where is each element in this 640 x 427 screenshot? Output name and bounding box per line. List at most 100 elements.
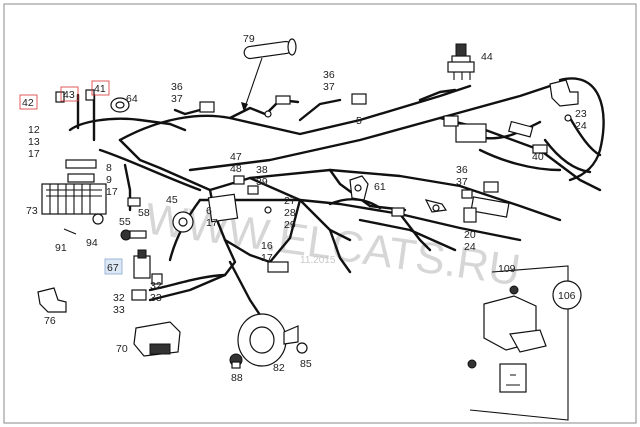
part-43-connector[interactable] xyxy=(55,91,65,103)
callout-6[interactable]: 6 xyxy=(206,205,212,217)
part-36-37-connector-b[interactable] xyxy=(351,93,367,105)
callout-24b[interactable]: 24 xyxy=(464,241,476,253)
callout-55[interactable]: 55 xyxy=(119,216,131,228)
callout-58[interactable]: 58 xyxy=(138,207,150,219)
callout-29[interactable]: 29 xyxy=(284,219,296,231)
callout-67[interactable]: 67 xyxy=(107,262,119,274)
callout-33b[interactable]: 33 xyxy=(113,304,125,316)
part-40-link[interactable] xyxy=(508,120,534,138)
part-45-switch[interactable] xyxy=(172,211,194,233)
callout-40[interactable]: 40 xyxy=(532,151,544,163)
callout-9[interactable]: 9 xyxy=(106,174,112,186)
part-64-grommet[interactable] xyxy=(110,97,130,113)
callout-73[interactable]: 73 xyxy=(26,205,38,217)
callout-32a[interactable]: 32 xyxy=(150,280,162,292)
callout-37c[interactable]: 37 xyxy=(456,176,468,188)
part-47-48-connector[interactable] xyxy=(233,175,245,185)
callout-44[interactable]: 44 xyxy=(481,51,493,63)
callout-48[interactable]: 48 xyxy=(230,163,242,175)
callout-37b[interactable]: 37 xyxy=(323,81,335,93)
part-36-37-connector-c[interactable] xyxy=(483,181,499,193)
callout-28[interactable]: 28 xyxy=(284,207,296,219)
part-85-nut[interactable] xyxy=(296,342,308,354)
part-bulb-holder[interactable] xyxy=(264,95,291,118)
part-55-bolt[interactable] xyxy=(120,229,147,241)
callout-36c[interactable]: 36 xyxy=(456,164,468,176)
part-94-nut[interactable] xyxy=(92,213,104,225)
callout-27[interactable]: 27 xyxy=(284,195,296,207)
callout-33a[interactable]: 33 xyxy=(150,292,162,304)
callout-82[interactable]: 82 xyxy=(273,362,285,374)
hl-41 xyxy=(91,80,110,96)
callout-85[interactable]: 85 xyxy=(300,358,312,370)
part-106-group[interactable] xyxy=(467,265,569,421)
callout-17c[interactable]: 17 xyxy=(206,217,218,229)
part-88-bolt[interactable] xyxy=(229,353,243,369)
part-40-connector[interactable] xyxy=(532,144,548,154)
part-58-connector[interactable] xyxy=(127,197,141,207)
part-6-connector[interactable] xyxy=(207,193,239,223)
callout-8[interactable]: 8 xyxy=(106,162,112,174)
callout-16[interactable]: 16 xyxy=(261,240,273,252)
part-20-24-block[interactable] xyxy=(470,196,510,218)
callout-17d[interactable]: 17 xyxy=(261,252,273,264)
callout-17b[interactable]: 17 xyxy=(106,186,118,198)
part-32-33-connector-b[interactable] xyxy=(131,289,147,301)
callout-5[interactable]: 5 xyxy=(356,115,362,127)
diagram-frame xyxy=(3,3,637,424)
part-20-small-a[interactable] xyxy=(461,189,473,199)
callout-94[interactable]: 94 xyxy=(86,237,98,249)
callout-43[interactable]: 43 xyxy=(63,89,75,101)
callout-61[interactable]: 61 xyxy=(374,181,386,193)
part-82-horn[interactable] xyxy=(237,313,299,367)
part-control-module[interactable] xyxy=(443,115,487,143)
callout-24a[interactable]: 24 xyxy=(575,120,587,132)
callout-79[interactable]: 79 xyxy=(243,33,255,45)
callout-20[interactable]: 20 xyxy=(464,229,476,241)
part-61-bracket[interactable] xyxy=(349,175,369,201)
callout-13[interactable]: 13 xyxy=(28,136,40,148)
part-70-box[interactable] xyxy=(133,321,181,357)
callout-70[interactable]: 70 xyxy=(116,343,128,355)
part-23-bracket[interactable] xyxy=(549,79,579,122)
callout-109[interactable]: 109 xyxy=(498,263,516,275)
part-9-strip[interactable] xyxy=(67,173,95,183)
arrow-79 xyxy=(243,57,263,111)
callout-91[interactable]: 91 xyxy=(55,242,67,254)
part-27-grommet[interactable] xyxy=(264,206,272,214)
callout-12[interactable]: 12 xyxy=(28,124,40,136)
part-key-screw[interactable] xyxy=(424,199,448,213)
part-32-33-connector-a[interactable] xyxy=(151,273,163,285)
callout-37a[interactable]: 37 xyxy=(171,93,183,105)
part-73-fuse-box[interactable] xyxy=(41,183,107,215)
callout-39[interactable]: 39 xyxy=(256,176,268,188)
part-28-connector[interactable] xyxy=(391,207,405,217)
hl-67 xyxy=(104,258,123,275)
callout-88[interactable]: 88 xyxy=(231,372,243,384)
callout-76[interactable]: 76 xyxy=(44,315,56,327)
callout-38[interactable]: 38 xyxy=(256,164,268,176)
callout-41[interactable]: 41 xyxy=(94,83,106,95)
part-44-switch[interactable] xyxy=(447,43,475,80)
part-76-bracket[interactable] xyxy=(37,287,67,313)
part-67-switch[interactable] xyxy=(133,249,151,279)
callout-47[interactable]: 47 xyxy=(230,151,242,163)
callout-36a[interactable]: 36 xyxy=(171,81,183,93)
part-8-strip[interactable] xyxy=(65,159,97,169)
callout-45[interactable]: 45 xyxy=(166,194,178,206)
callout-36b[interactable]: 36 xyxy=(323,69,335,81)
callout-17a[interactable]: 17 xyxy=(28,148,40,160)
part-79-rod[interactable] xyxy=(243,38,297,60)
part-91-screw[interactable] xyxy=(63,228,77,235)
part-16-connector[interactable] xyxy=(267,261,289,273)
part-38-39-connector[interactable] xyxy=(247,185,259,195)
callout-42[interactable]: 42 xyxy=(22,97,34,109)
callout-23[interactable]: 23 xyxy=(575,108,587,120)
callout-106-circle xyxy=(552,280,582,310)
callout-106[interactable]: 106 xyxy=(558,290,576,302)
callout-32b[interactable]: 32 xyxy=(113,292,125,304)
part-20-24-small[interactable] xyxy=(463,207,477,223)
part-36-37-connector-a[interactable] xyxy=(199,101,215,113)
callout-64[interactable]: 64 xyxy=(126,93,138,105)
